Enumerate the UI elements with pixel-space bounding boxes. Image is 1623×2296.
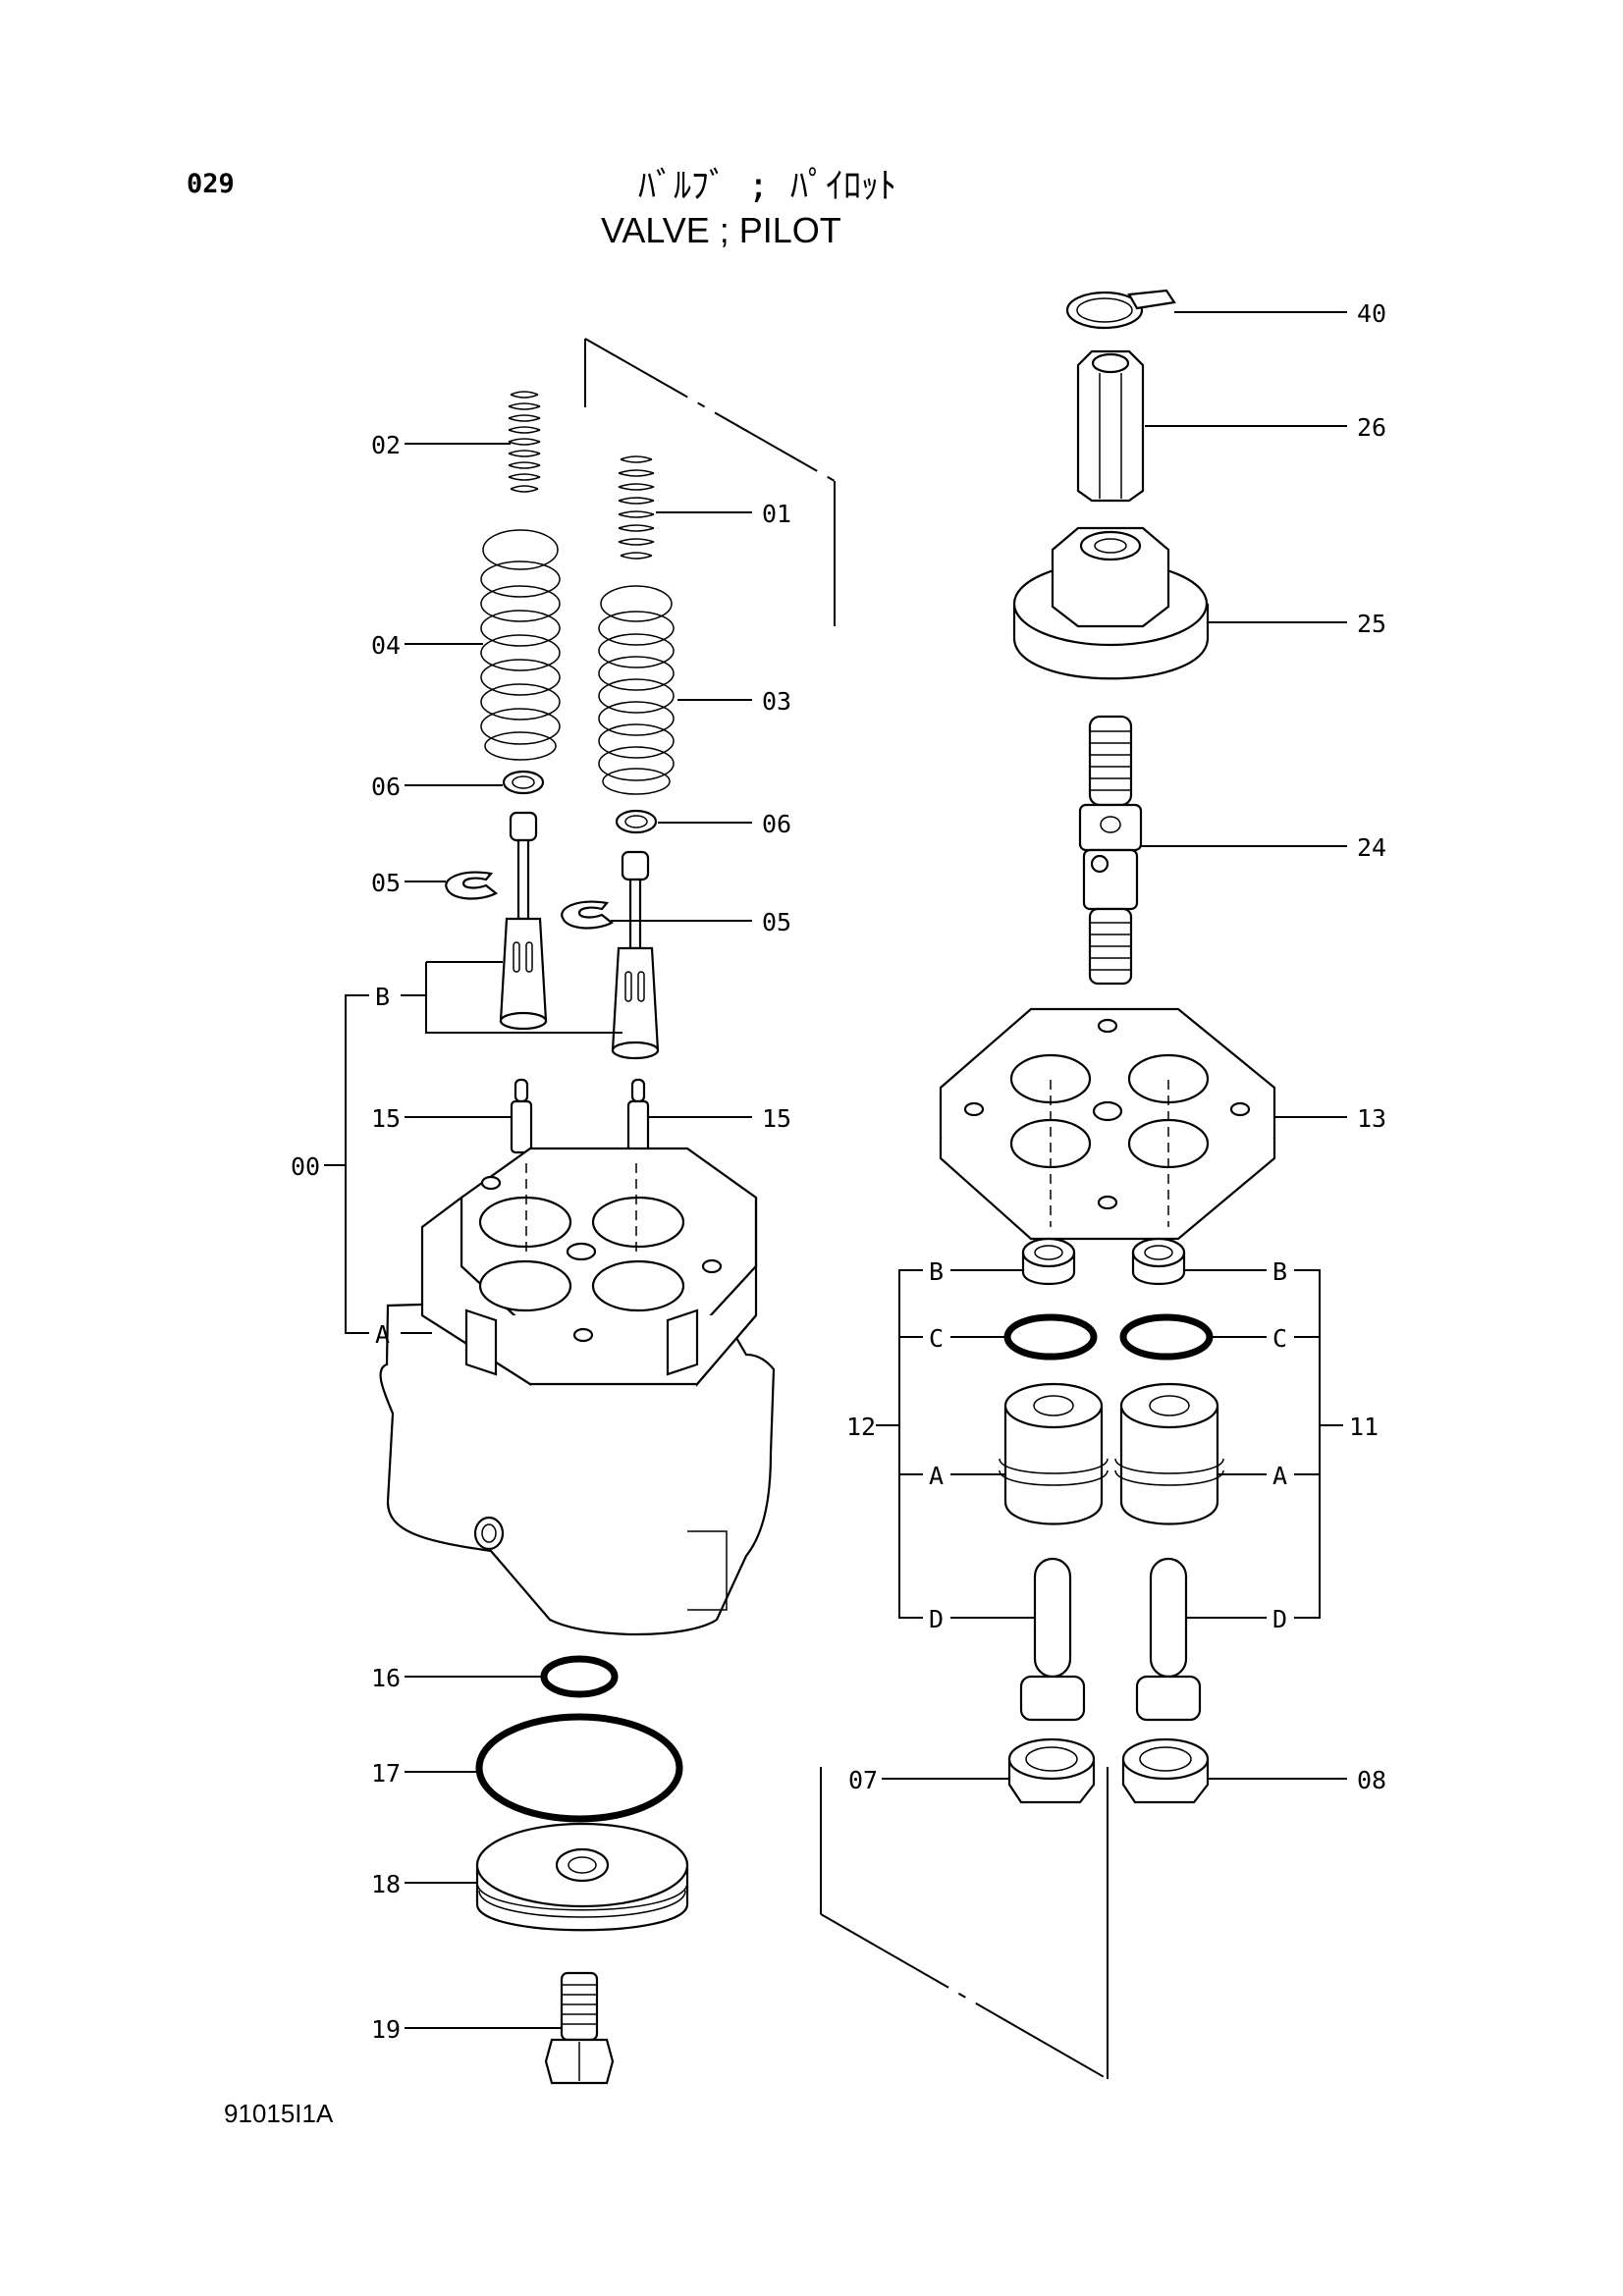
- callout-15-right: 15: [762, 1104, 791, 1133]
- callout-07: 07: [848, 1766, 878, 1794]
- callout-B-11: B: [1272, 1257, 1287, 1286]
- callout-05-left: 05: [371, 869, 401, 897]
- callout-C-12: C: [929, 1324, 944, 1353]
- callout-05-right: 05: [762, 908, 791, 936]
- callout-26: 26: [1357, 413, 1386, 442]
- page-number: 029: [187, 169, 235, 199]
- drawing-number: 91015I1A: [224, 2099, 334, 2128]
- nut-07[interactable]: [1007, 1737, 1096, 1804]
- callout-D-12: D: [929, 1605, 944, 1633]
- spring-03[interactable]: [598, 585, 675, 795]
- upper-group-frame: [584, 338, 836, 626]
- callout-18: 18: [371, 1870, 401, 1898]
- universal-joint-24[interactable]: [1078, 715, 1143, 986]
- callout-11: 11: [1349, 1413, 1379, 1441]
- hex-coupling-26[interactable]: [1076, 349, 1145, 503]
- callout-16: 16: [371, 1664, 401, 1692]
- o-ring-C-right[interactable]: [1119, 1313, 1214, 1361]
- callout-12: 12: [846, 1413, 876, 1441]
- callout-02: 02: [371, 431, 401, 459]
- callout-25: 25: [1357, 610, 1386, 638]
- washer-06-left[interactable]: [502, 770, 545, 795]
- seal-B-right[interactable]: [1131, 1237, 1186, 1286]
- callout-04: 04: [371, 631, 401, 660]
- plunger-A-right[interactable]: [1114, 1382, 1224, 1525]
- callout-06-left: 06: [371, 773, 401, 801]
- pin-15-left[interactable]: [510, 1078, 533, 1154]
- spring-04[interactable]: [480, 529, 561, 761]
- leader-lines: [324, 311, 1347, 2029]
- callout-24: 24: [1357, 833, 1386, 862]
- rod-D-right[interactable]: [1135, 1557, 1202, 1722]
- callout-06-right: 06: [762, 810, 791, 838]
- clip-05-left[interactable]: [445, 871, 498, 900]
- callout-17: 17: [371, 1759, 401, 1788]
- plug-18[interactable]: [475, 1822, 689, 1932]
- callout-15-left: 15: [371, 1104, 401, 1133]
- spring-01[interactable]: [618, 455, 655, 560]
- o-ring-C-left[interactable]: [1003, 1313, 1098, 1361]
- pin-15-right[interactable]: [626, 1078, 650, 1154]
- title-japanese: ﾊﾞﾙﾌﾞ ; ﾊﾟｲﾛｯﾄ: [638, 166, 897, 206]
- callout-C-11: C: [1272, 1324, 1287, 1353]
- callout-B-12: B: [929, 1257, 944, 1286]
- o-ring-16[interactable]: [540, 1655, 619, 1698]
- callout-D-11: D: [1272, 1605, 1287, 1633]
- callout-01: 01: [762, 500, 791, 528]
- callout-A-left: A: [375, 1320, 390, 1349]
- plate-13[interactable]: [939, 1007, 1276, 1241]
- clip-05-right[interactable]: [561, 900, 614, 930]
- spring-02[interactable]: [508, 391, 541, 493]
- o-ring-17[interactable]: [475, 1713, 683, 1823]
- seal-B-left[interactable]: [1021, 1237, 1076, 1286]
- callout-13: 13: [1357, 1104, 1386, 1133]
- spool-05-right[interactable]: [611, 850, 660, 1060]
- callout-03: 03: [762, 687, 791, 716]
- washer-06-right[interactable]: [615, 809, 658, 834]
- flange-nut-25[interactable]: [1012, 526, 1210, 680]
- callout-A-12: A: [929, 1462, 944, 1490]
- spool-05-left[interactable]: [499, 811, 548, 1031]
- nut-08[interactable]: [1121, 1737, 1210, 1804]
- callout-40: 40: [1357, 299, 1386, 328]
- hose-clamp-40[interactable]: [1065, 289, 1176, 330]
- title-english: VALVE ; PILOT: [601, 210, 841, 250]
- lower-group-frame: [820, 1767, 1109, 2080]
- callout-08: 08: [1357, 1766, 1386, 1794]
- plunger-A-left[interactable]: [999, 1382, 1109, 1525]
- callout-19: 19: [371, 2015, 401, 2044]
- rod-D-left[interactable]: [1019, 1557, 1086, 1722]
- callout-B-left: B: [375, 983, 390, 1011]
- callout-labels: 02 01 04 03 06 06 05 05 B 15 15 00 A 16 …: [291, 299, 1386, 2044]
- callout-A-11: A: [1272, 1462, 1287, 1490]
- valve-body[interactable]: [379, 1147, 776, 1636]
- callout-00: 00: [291, 1152, 320, 1181]
- bolt-19[interactable]: [544, 1971, 615, 2085]
